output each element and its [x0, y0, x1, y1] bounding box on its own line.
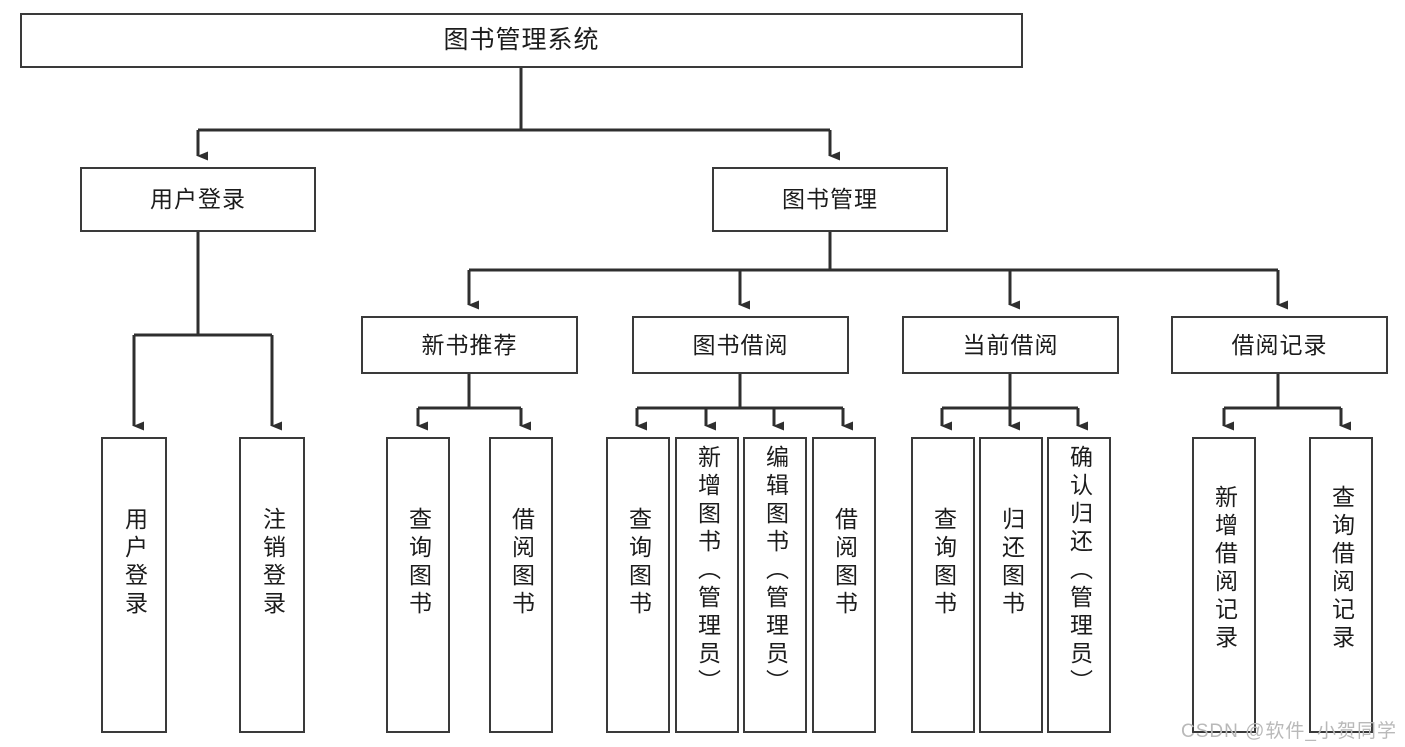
- leaf-query-borrow-record[interactable]: 查询借阅记录: [1309, 437, 1373, 733]
- node-label: 用户登录: [150, 186, 246, 213]
- node-label: 查询图书: [930, 507, 957, 619]
- node-label: 新增图书（管理员）: [694, 445, 721, 697]
- node-label: 归还图书: [998, 507, 1025, 619]
- node-label: 确认归还（管理员）: [1066, 445, 1093, 697]
- node-current-borrow[interactable]: 当前借阅: [902, 316, 1119, 374]
- node-label: 图书管理: [782, 186, 878, 213]
- leaf-logout[interactable]: 注销登录: [239, 437, 305, 733]
- leaf-edit-book-admin[interactable]: 编辑图书（管理员）: [743, 437, 807, 733]
- leaf-borrow-book-recommend[interactable]: 借阅图书: [489, 437, 553, 733]
- leaf-add-borrow-record[interactable]: 新增借阅记录: [1192, 437, 1256, 733]
- node-label: 当前借阅: [962, 331, 1059, 358]
- node-user-login[interactable]: 用户登录: [80, 167, 316, 232]
- node-new-book-recommend[interactable]: 新书推荐: [361, 316, 578, 374]
- leaf-add-book-admin[interactable]: 新增图书（管理员）: [675, 437, 739, 733]
- node-label: 查询图书: [625, 507, 652, 619]
- leaf-confirm-return-admin[interactable]: 确认归还（管理员）: [1047, 437, 1111, 733]
- node-label: 新书推荐: [421, 331, 518, 358]
- node-book-borrow[interactable]: 图书借阅: [632, 316, 849, 374]
- node-label: 图书借阅: [692, 331, 789, 358]
- node-label: 查询图书: [405, 507, 432, 619]
- node-label: 查询借阅记录: [1328, 485, 1355, 653]
- leaf-query-book-current[interactable]: 查询图书: [911, 437, 975, 733]
- leaf-user-login[interactable]: 用户登录: [101, 437, 167, 733]
- node-label: 借阅图书: [508, 507, 535, 619]
- leaf-query-book-borrow[interactable]: 查询图书: [606, 437, 670, 733]
- node-label: 借阅图书: [831, 507, 858, 619]
- node-label: 用户登录: [121, 507, 148, 619]
- node-label: 编辑图书（管理员）: [762, 445, 789, 697]
- leaf-borrow-book[interactable]: 借阅图书: [812, 437, 876, 733]
- leaf-query-book-recommend[interactable]: 查询图书: [386, 437, 450, 733]
- node-label: 借阅记录: [1231, 331, 1328, 358]
- csdn-watermark: CSDN @软件_小贺同学: [1181, 721, 1397, 742]
- node-book-management[interactable]: 图书管理: [712, 167, 948, 232]
- leaf-return-book[interactable]: 归还图书: [979, 437, 1043, 733]
- node-label: 注销登录: [259, 507, 286, 619]
- node-label: 图书管理系统: [443, 26, 600, 55]
- node-label: 新增借阅记录: [1211, 485, 1238, 653]
- node-root-system[interactable]: 图书管理系统: [20, 13, 1023, 68]
- node-borrow-records[interactable]: 借阅记录: [1171, 316, 1388, 374]
